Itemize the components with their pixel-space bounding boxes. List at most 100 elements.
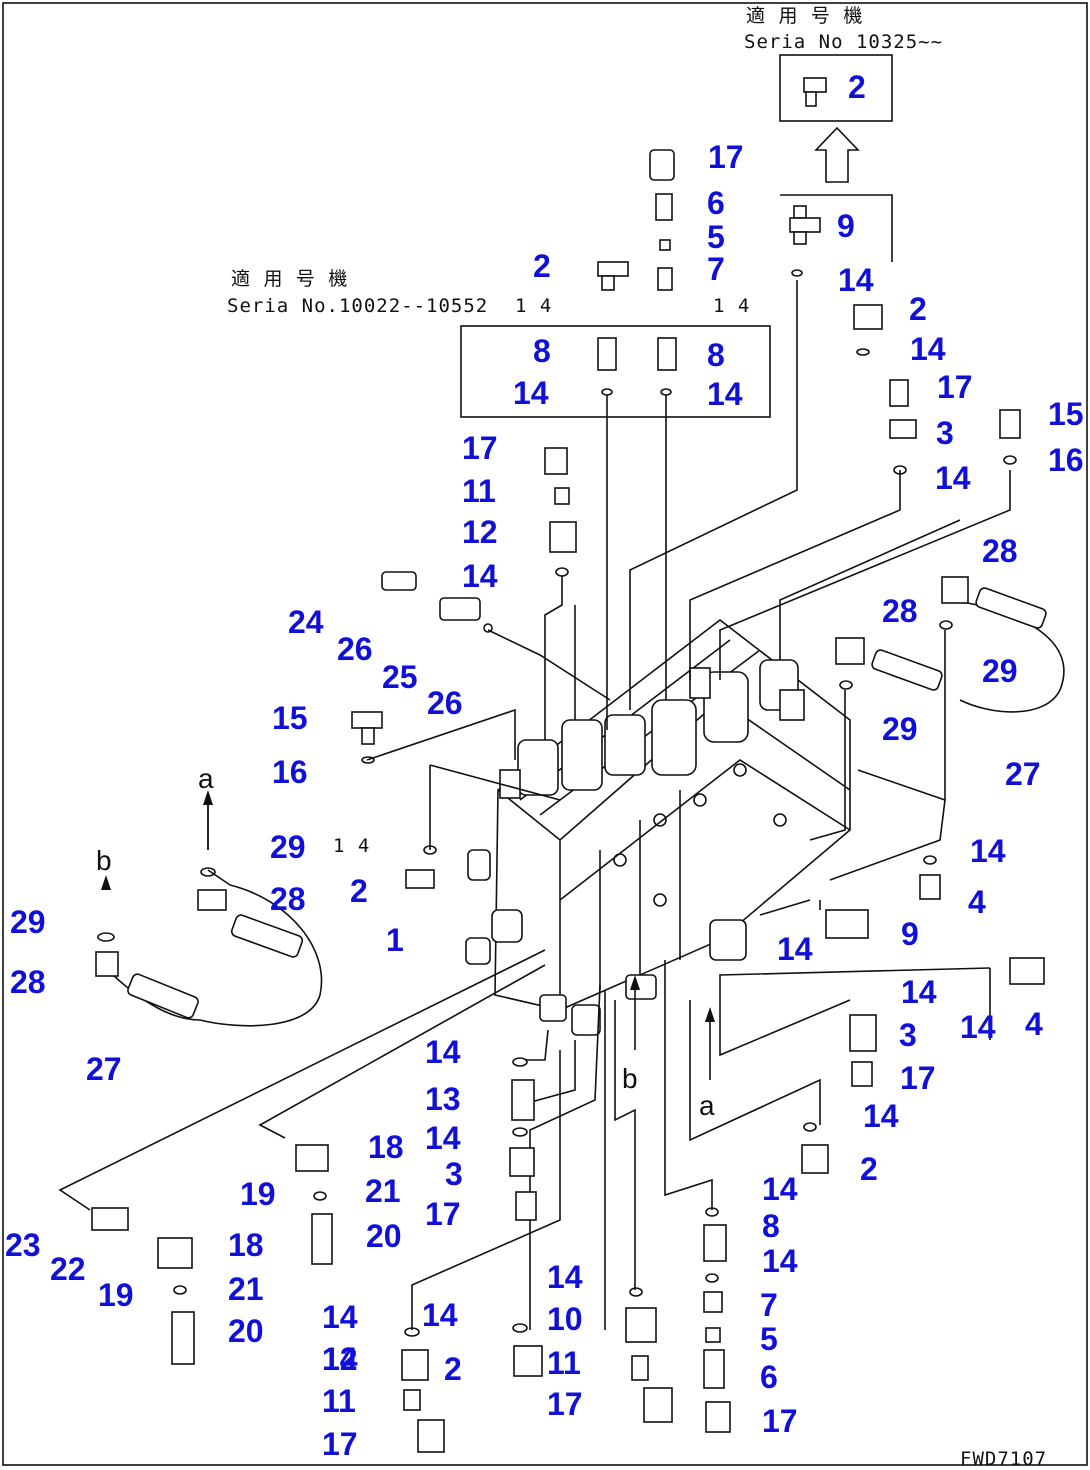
- drawing-code: FWD7107: [960, 1448, 1047, 1470]
- callout-number: 28: [270, 881, 306, 917]
- callout-number: 14: [707, 376, 743, 412]
- callout-number: 14: [970, 833, 1006, 869]
- callout-number: 15: [272, 700, 308, 736]
- callout-number: 14: [777, 931, 813, 967]
- arrow-label-a-left: a: [198, 763, 214, 794]
- callout-number: 2: [350, 873, 368, 909]
- arrow-label-b-bottom: b: [622, 1063, 638, 1094]
- callout-number: 17: [900, 1060, 936, 1096]
- serial-range-top: Seria No 10325~~: [744, 31, 943, 53]
- callout-number: 27: [1005, 756, 1041, 792]
- callout-number: 14: [762, 1171, 798, 1207]
- callout-number: 14: [960, 1009, 996, 1045]
- elbow-fitting-icon: [789, 205, 821, 245]
- callout-number: 29: [270, 829, 306, 865]
- callout-number: 16: [272, 754, 308, 790]
- callout-number: 14: [425, 1034, 461, 1070]
- callout-number: 17: [322, 1426, 358, 1462]
- callout-number: 2: [533, 248, 551, 284]
- callout-number: 25: [382, 659, 418, 695]
- stacked-parts-icon: [597, 149, 675, 291]
- callout-number: 14: [863, 1098, 899, 1134]
- callout-number: 2: [444, 1351, 462, 1387]
- callout-number: 17: [937, 369, 973, 405]
- callout-number: 28: [882, 593, 918, 629]
- callout-number: 4: [968, 884, 986, 920]
- right-fitting-icons: [405, 304, 1045, 1174]
- callout-number: 9: [901, 916, 919, 952]
- callout-number: 14: [462, 558, 498, 594]
- callout-number: 29: [882, 711, 918, 747]
- ring-label-mid-right: 1 4: [713, 295, 750, 317]
- callout-number: 6: [760, 1359, 778, 1395]
- callout-number: 20: [228, 1313, 264, 1349]
- callout-number: 18: [228, 1227, 264, 1263]
- applicable-model-label-top: 適 用 号 機: [746, 5, 863, 27]
- callout-number: 17: [425, 1196, 461, 1232]
- callout-number: 8: [707, 337, 725, 373]
- callout-number: 8: [533, 333, 551, 369]
- callout-number: 26: [337, 631, 373, 667]
- callout-number: 21: [228, 1271, 264, 1307]
- callout-number: 13: [425, 1081, 461, 1117]
- callout-number: 15: [1048, 396, 1084, 432]
- callout-number: 20: [366, 1218, 402, 1254]
- bottom-fitting-icons: [91, 1057, 731, 1453]
- callout-number: 17: [708, 139, 744, 175]
- inset-box-top: [779, 54, 893, 122]
- callout-number: 16: [1048, 442, 1084, 478]
- serial-range-mid: Seria No.10022--10552: [227, 295, 488, 317]
- callout-number: 14: [322, 1341, 358, 1377]
- callout-number: 5: [707, 219, 725, 255]
- callout-number: 11: [547, 1345, 581, 1381]
- callout-number: 17: [547, 1386, 583, 1422]
- callout-number: 14: [322, 1299, 358, 1335]
- callout-number: 11: [462, 473, 496, 509]
- callout-number: 14: [422, 1297, 458, 1333]
- ring-label-left: 1 4: [333, 835, 370, 857]
- callout-number: 14: [838, 262, 874, 298]
- callout-number: 1: [386, 922, 404, 958]
- callout-number: 11: [322, 1383, 356, 1419]
- callout-number: 5: [760, 1321, 778, 1357]
- upgrade-arrow-icon: [814, 126, 860, 183]
- callout-number: 22: [50, 1251, 86, 1287]
- callout-number: 4: [1025, 1006, 1043, 1042]
- callout-number: 6: [707, 185, 725, 221]
- callout-number: 3: [936, 415, 954, 451]
- callout-number: 19: [240, 1176, 276, 1212]
- callout-number: 27: [86, 1051, 122, 1087]
- callout-number: 26: [427, 685, 463, 721]
- callout-number: 14: [762, 1243, 798, 1279]
- callout-number: 29: [10, 904, 46, 940]
- callout-number: 28: [10, 964, 46, 1000]
- o-ring-icon: [791, 269, 803, 277]
- callout-number: 14: [935, 460, 971, 496]
- callout-number: 14: [901, 974, 937, 1010]
- callout-number: 7: [707, 251, 725, 287]
- callout-number: 18: [368, 1129, 404, 1165]
- callout-number: 14: [513, 375, 549, 411]
- callout-number: 21: [365, 1173, 401, 1209]
- callout-number: 28: [982, 533, 1018, 569]
- hose-and-fitting-icons: [95, 571, 1047, 1019]
- callout-number: 14: [910, 331, 946, 367]
- main-control-valve-icon: [465, 618, 851, 1036]
- callout-number: 8: [762, 1208, 780, 1244]
- adapter-fitting-icon: [597, 337, 677, 371]
- callout-number: 17: [762, 1403, 798, 1439]
- applicable-model-label-mid: 適 用 号 機: [231, 268, 348, 290]
- ring-label-mid-left: 1 4: [515, 295, 552, 317]
- callout-number: 3: [899, 1017, 917, 1053]
- callout-number: 2: [909, 291, 927, 327]
- callout-number: 10: [547, 1301, 583, 1337]
- callout-number: 29: [982, 653, 1018, 689]
- callout-number: 14: [547, 1259, 583, 1295]
- inset-box-mid: [460, 325, 771, 418]
- inset-bracket-top: [780, 194, 893, 262]
- arrow-label-a-bottom: a: [699, 1090, 715, 1121]
- direction-arrow-icons: [101, 790, 715, 1080]
- callout-number: 12: [322, 1341, 358, 1377]
- callout-number: 14: [425, 1120, 461, 1156]
